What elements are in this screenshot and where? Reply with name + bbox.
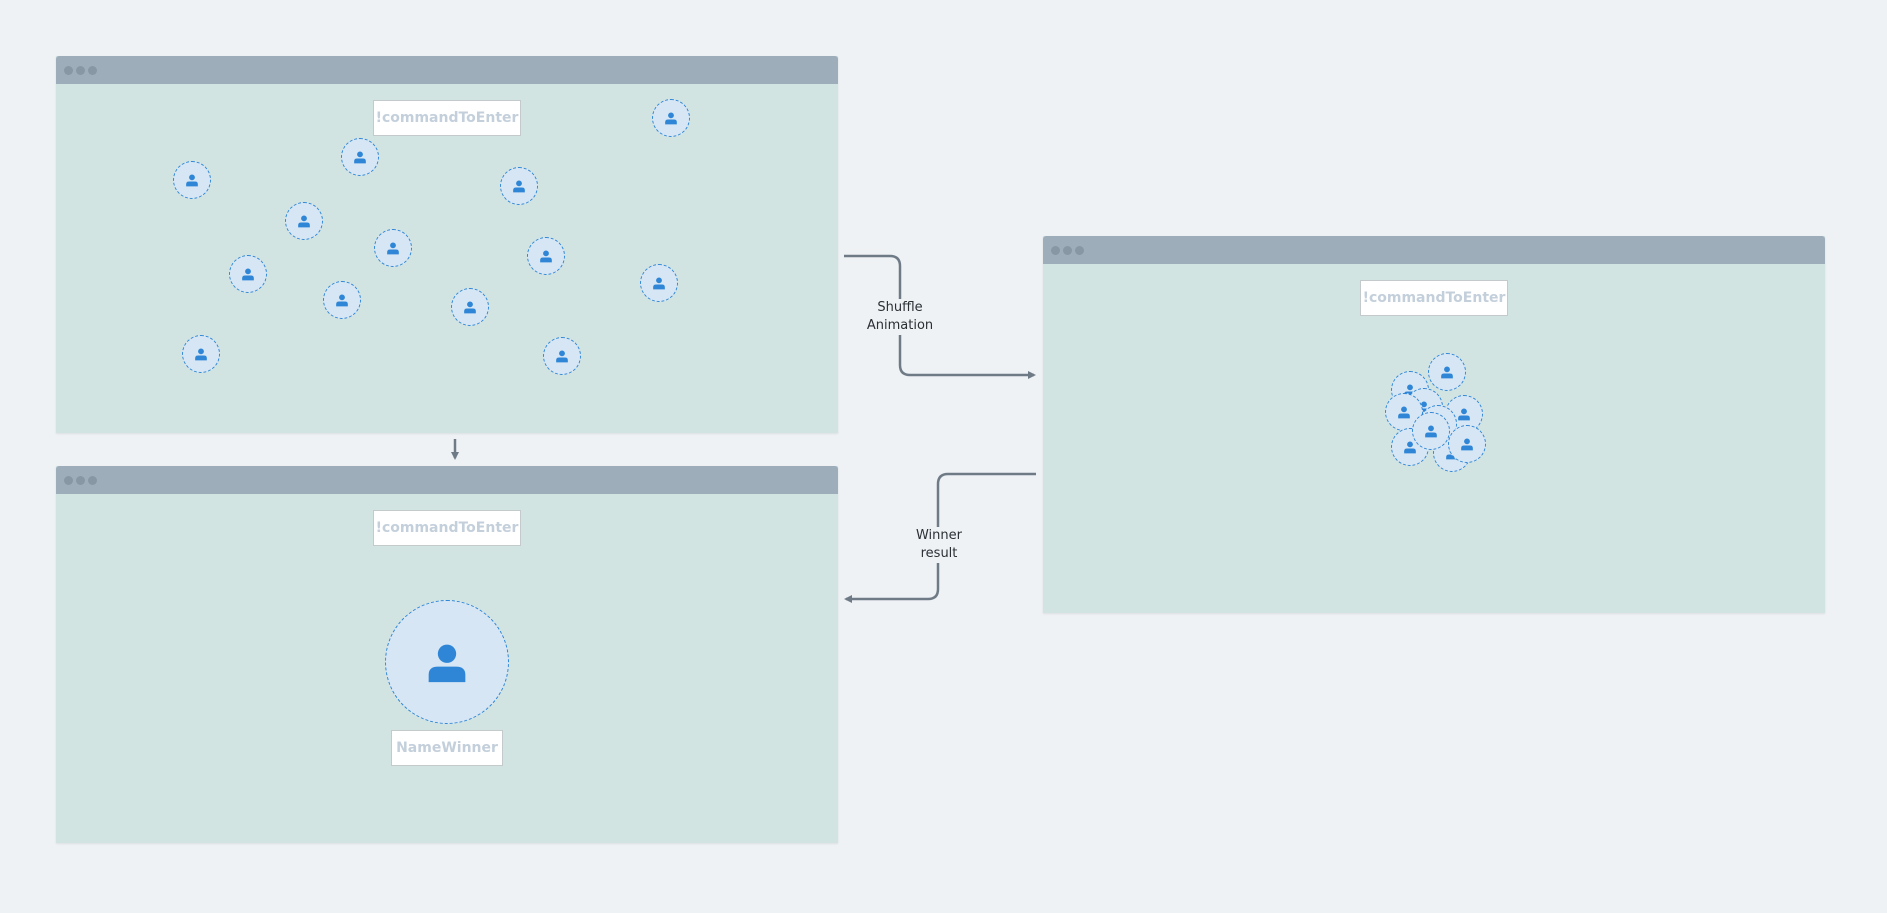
participant-avatar <box>1391 428 1429 466</box>
window-participants: !commandToEnter <box>56 56 838 433</box>
user-icon <box>513 180 525 193</box>
user-icon <box>186 174 198 187</box>
user-icon <box>653 277 665 290</box>
user-icon <box>242 268 254 281</box>
participant-avatar <box>652 99 690 137</box>
winner-avatar <box>385 600 509 724</box>
participant-avatar <box>285 202 323 240</box>
participant-avatar <box>229 255 267 293</box>
window-control-dot[interactable] <box>64 66 73 75</box>
window-control-dot[interactable] <box>1051 246 1060 255</box>
window-titlebar <box>1043 236 1825 264</box>
user-icon <box>354 151 366 164</box>
label-shuffle-line1: Shuffle <box>877 300 923 315</box>
user-icon <box>387 242 399 255</box>
user-icon <box>665 112 677 125</box>
window-control-dot[interactable] <box>1063 246 1072 255</box>
command-box: !commandToEnter <box>1360 280 1508 316</box>
user-icon <box>336 294 348 307</box>
window-titlebar <box>56 56 838 84</box>
participant-avatar <box>640 264 678 302</box>
user-icon <box>1404 441 1416 454</box>
window-winner: !commandToEnter NameWinner <box>56 466 838 843</box>
label-shuffle-line2: Animation <box>866 318 934 333</box>
user-icon <box>556 350 568 363</box>
window-control-dot[interactable] <box>64 476 73 485</box>
user-icon <box>1441 366 1453 379</box>
participant-avatar <box>1428 353 1466 391</box>
user-icon <box>428 644 466 683</box>
user-icon <box>1461 438 1473 451</box>
command-box: !commandToEnter <box>373 100 521 136</box>
user-icon <box>195 348 207 361</box>
window-control-dot[interactable] <box>76 66 85 75</box>
winner-name-box: NameWinner <box>391 730 503 766</box>
window-control-dot[interactable] <box>1075 246 1084 255</box>
window-control-dot[interactable] <box>88 476 97 485</box>
window-shuffle: !commandToEnter <box>1043 236 1825 613</box>
participant-avatar <box>182 335 220 373</box>
participant-avatar <box>451 288 489 326</box>
window-titlebar <box>56 466 838 494</box>
label-winner-result: Winner result <box>896 527 982 563</box>
window-control-dot[interactable] <box>88 66 97 75</box>
user-icon <box>540 250 552 263</box>
user-icon <box>1458 408 1470 421</box>
participant-avatar <box>374 229 412 267</box>
participant-avatar <box>500 167 538 205</box>
participant-avatar <box>1412 412 1450 450</box>
participant-avatar <box>173 161 211 199</box>
participant-avatar <box>323 281 361 319</box>
user-icon <box>1398 406 1410 419</box>
label-shuffle: Shuffle Animation <box>866 299 934 335</box>
participant-avatar <box>527 237 565 275</box>
window-control-dot[interactable] <box>76 476 85 485</box>
user-icon <box>298 215 310 228</box>
user-icon <box>1425 425 1437 438</box>
participant-avatar <box>1448 425 1486 463</box>
user-icon <box>464 301 476 314</box>
command-box: !commandToEnter <box>373 510 521 546</box>
participant-avatar <box>543 337 581 375</box>
participant-avatar <box>341 138 379 176</box>
